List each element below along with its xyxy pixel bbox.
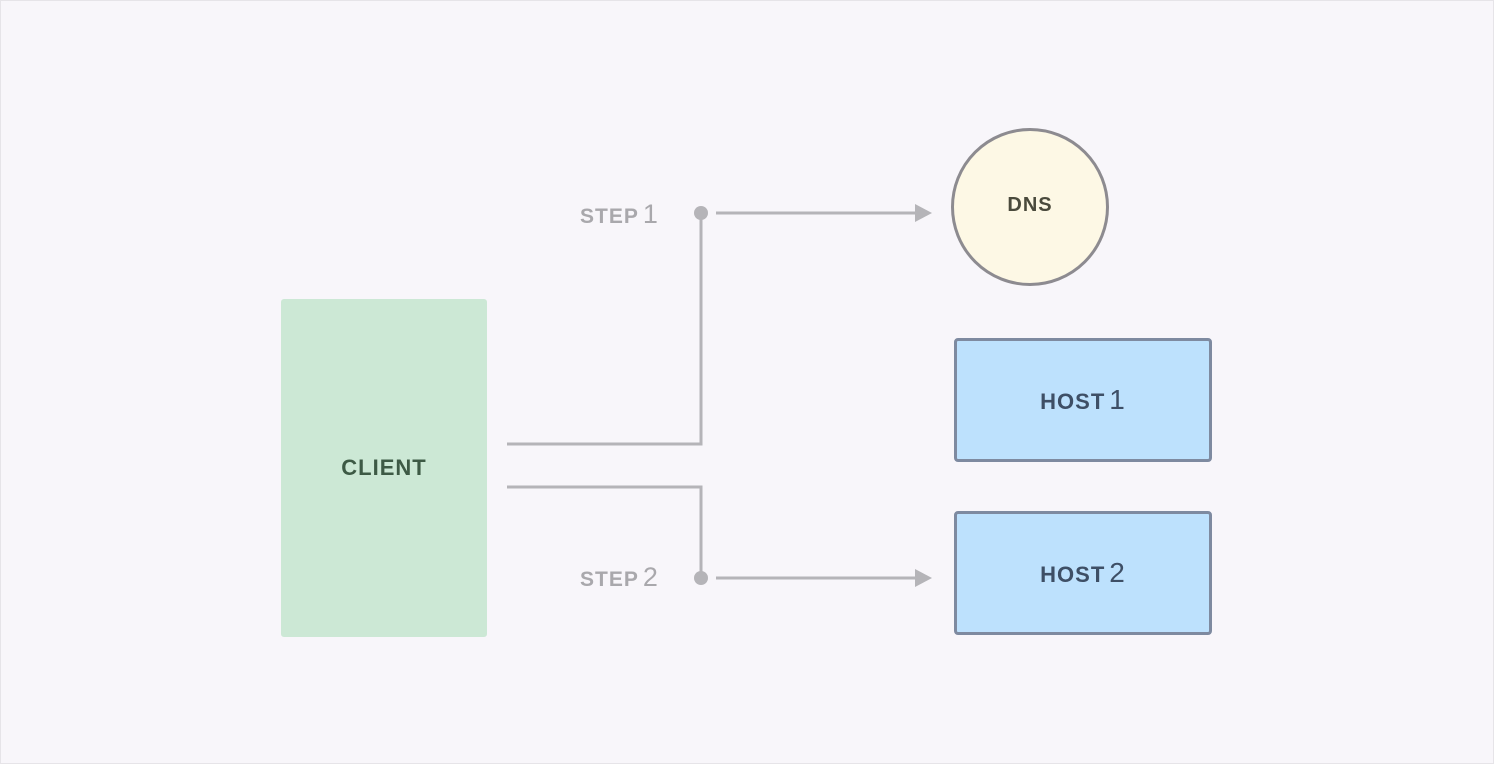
client-node: CLIENT: [281, 299, 487, 637]
step2-arrowhead: [915, 569, 932, 587]
dns-node: DNS: [951, 128, 1109, 286]
step2-dot: [694, 571, 708, 585]
host1-word: HOST: [1040, 389, 1106, 414]
step2-word: STEP: [580, 568, 639, 591]
step1-wire: [507, 213, 703, 446]
host2-number: 2: [1109, 557, 1126, 588]
host2-word: HOST: [1040, 562, 1106, 587]
step2-wire: [507, 485, 703, 578]
host1-number: 1: [1109, 384, 1126, 415]
client-label: CLIENT: [341, 455, 427, 480]
step2-number: 2: [642, 562, 659, 592]
step1-arrowhead: [915, 204, 932, 222]
step1-word: STEP: [580, 205, 639, 228]
dns-label: DNS: [1007, 193, 1053, 216]
step1-number: 1: [642, 199, 659, 229]
step1-dot: [694, 206, 708, 220]
